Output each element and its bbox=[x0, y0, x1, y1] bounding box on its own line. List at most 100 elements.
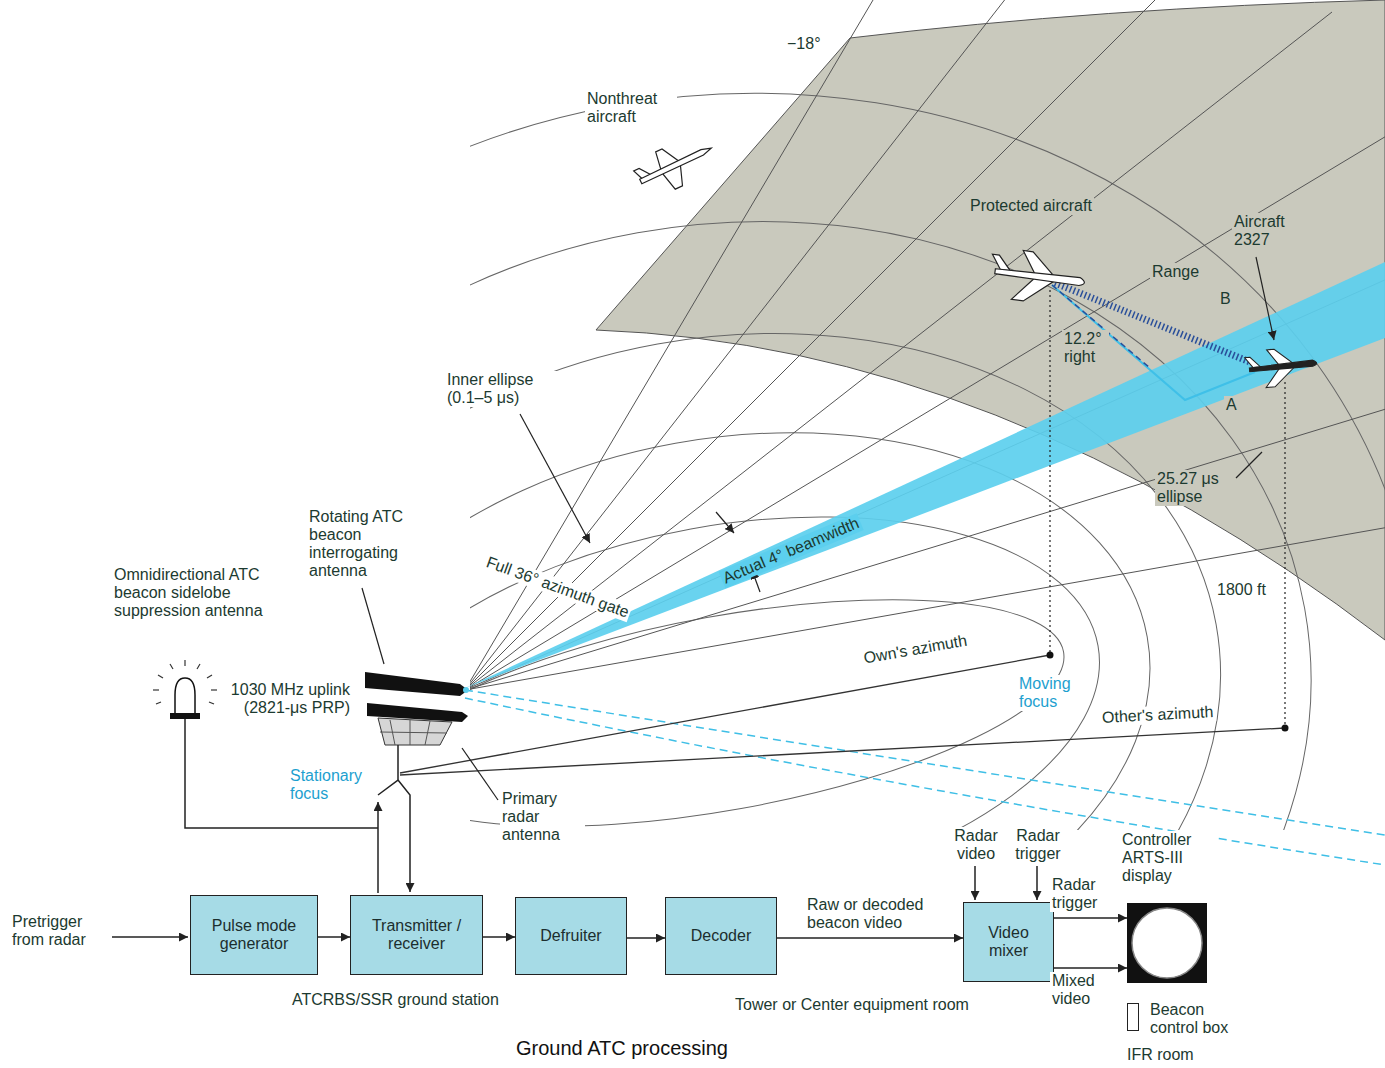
tick bbox=[211, 689, 217, 690]
leader-arrow bbox=[520, 414, 590, 543]
beacon-array bbox=[365, 672, 468, 696]
display-screen: Controller ARTS-III display bbox=[1127, 903, 1207, 983]
edge-label: Radar trigger bbox=[1050, 876, 1112, 912]
input-arrow bbox=[1036, 866, 1038, 900]
fuselage bbox=[639, 145, 712, 183]
tick bbox=[207, 675, 212, 678]
beacon-array bbox=[367, 703, 468, 722]
omni-antenna bbox=[153, 660, 217, 719]
connector bbox=[1054, 917, 1127, 919]
reflector bbox=[378, 718, 452, 745]
connector bbox=[777, 937, 963, 939]
process-box: Pulse mode generator bbox=[190, 895, 318, 975]
edge-label: Raw or decoded beacon video bbox=[805, 896, 949, 932]
rotating-antenna bbox=[185, 672, 469, 893]
azimuth-lines bbox=[470, 0, 1385, 690]
beam bbox=[465, 262, 1385, 688]
annotation-label: Tower or Center equipment room bbox=[733, 996, 971, 1014]
input-arrow bbox=[112, 936, 188, 938]
tick bbox=[153, 689, 159, 690]
annotation-label: −18° bbox=[785, 35, 823, 53]
screen-shape bbox=[1127, 903, 1207, 983]
tick bbox=[158, 675, 163, 678]
azimuth-line bbox=[470, 123, 1385, 690]
azimuth-line bbox=[470, 0, 1143, 690]
nonthreat-aircraft bbox=[630, 130, 720, 202]
node-text: Decoder bbox=[691, 927, 751, 945]
annotation-label: A bbox=[1224, 396, 1239, 414]
annotation-label: Other's azimuth bbox=[1100, 703, 1216, 727]
process-box: Decoder bbox=[665, 897, 777, 975]
fuselage bbox=[995, 266, 1085, 286]
process-box: Video mixer bbox=[963, 902, 1054, 982]
node-text: Beacon control box bbox=[1150, 1001, 1245, 1037]
annotation-label: Primary radar antenna bbox=[500, 790, 585, 844]
annotation-label: Nonthreat aircraft bbox=[585, 90, 677, 126]
leader-line bbox=[462, 748, 498, 800]
annotation-label: B bbox=[1218, 290, 1233, 308]
connector bbox=[1054, 967, 1127, 969]
node-text: Video mixer bbox=[969, 924, 1048, 960]
annotation-label: Pretrigger from radar bbox=[10, 913, 107, 949]
radiation-ticks bbox=[153, 660, 217, 704]
feed-arrow bbox=[398, 780, 410, 892]
node-text: Transmitter / receiver bbox=[356, 917, 477, 953]
box-text: Transmitter / receiver bbox=[351, 917, 482, 953]
other-aircraft bbox=[1244, 346, 1318, 390]
annotation-label: Full 36° azimuth gate bbox=[482, 553, 633, 623]
annotation-label: IFR room bbox=[1125, 1046, 1196, 1064]
annotation-label: Protected aircraft bbox=[968, 197, 1094, 215]
annotation-label: Stationary focus bbox=[288, 767, 376, 803]
altitude-drop-line bbox=[1284, 382, 1285, 726]
annotation-label: 25.27 μs ellipse bbox=[1155, 470, 1233, 506]
fuselage bbox=[1249, 360, 1317, 372]
node-text: Controller ARTS-III display bbox=[1122, 831, 1217, 885]
annotation-label: Own's azimuth bbox=[860, 631, 970, 668]
scope-face bbox=[1132, 908, 1202, 978]
process-box: Transmitter / receiver bbox=[350, 895, 483, 975]
connector bbox=[627, 937, 665, 939]
tick bbox=[156, 702, 161, 704]
leader-arrow bbox=[1256, 257, 1274, 340]
connector bbox=[483, 936, 515, 938]
antenna-tip bbox=[463, 687, 469, 693]
node-text: Pulse mode generator bbox=[196, 917, 312, 953]
direct-path bbox=[1052, 285, 1150, 368]
azimuth-line bbox=[470, 0, 1025, 690]
moving-focus-dot bbox=[1047, 652, 1054, 659]
tick bbox=[197, 664, 200, 669]
dashed-beam-edge bbox=[465, 690, 1385, 835]
control-box: Beacon control box bbox=[1127, 1003, 1139, 1031]
annotation-label: Rotating ATC beacon interrogating antenn… bbox=[307, 508, 419, 580]
process-box: Defruiter bbox=[515, 897, 627, 975]
box-text: Defruiter bbox=[535, 927, 606, 945]
annotation-label: Omnidirectional ATC beacon sidelobe supp… bbox=[112, 566, 289, 620]
caption: Ground ATC processing bbox=[516, 1036, 728, 1060]
screen-bezel bbox=[1127, 903, 1207, 983]
annotation-label: Radar video bbox=[950, 827, 1002, 863]
annotation-label: Range bbox=[1150, 263, 1201, 281]
antenna-bulb bbox=[175, 678, 195, 715]
omni-feed-line bbox=[185, 719, 378, 828]
feed-line bbox=[378, 745, 398, 795]
dashed-beam-edge bbox=[465, 698, 1385, 865]
other-azimuth-line bbox=[400, 728, 1285, 775]
azimuth-line bbox=[470, 0, 1243, 690]
annotation-label: Inner ellipse (0.1–5 μs) bbox=[445, 371, 557, 407]
annotation-label: Moving focus bbox=[1017, 675, 1079, 711]
box-text: Video mixer bbox=[964, 924, 1053, 960]
ellipse bbox=[470, 0, 1385, 830]
annotation-label: Aircraft 2327 bbox=[1232, 213, 1304, 249]
protected-aircraft bbox=[987, 246, 1088, 309]
own-azimuth-line bbox=[400, 655, 1050, 773]
leader-line bbox=[362, 588, 384, 664]
node-text: Defruiter bbox=[540, 927, 601, 945]
tick bbox=[184, 660, 185, 666]
annotation-label: 12.2° right bbox=[1062, 330, 1109, 366]
azimuth-line bbox=[470, 242, 1385, 690]
box-text: Pulse mode generator bbox=[191, 917, 317, 953]
annotation-label: 1800 ft bbox=[1215, 581, 1268, 599]
reply-path bbox=[1052, 285, 1255, 400]
box-text: Decoder bbox=[686, 927, 756, 945]
connector bbox=[318, 936, 350, 938]
